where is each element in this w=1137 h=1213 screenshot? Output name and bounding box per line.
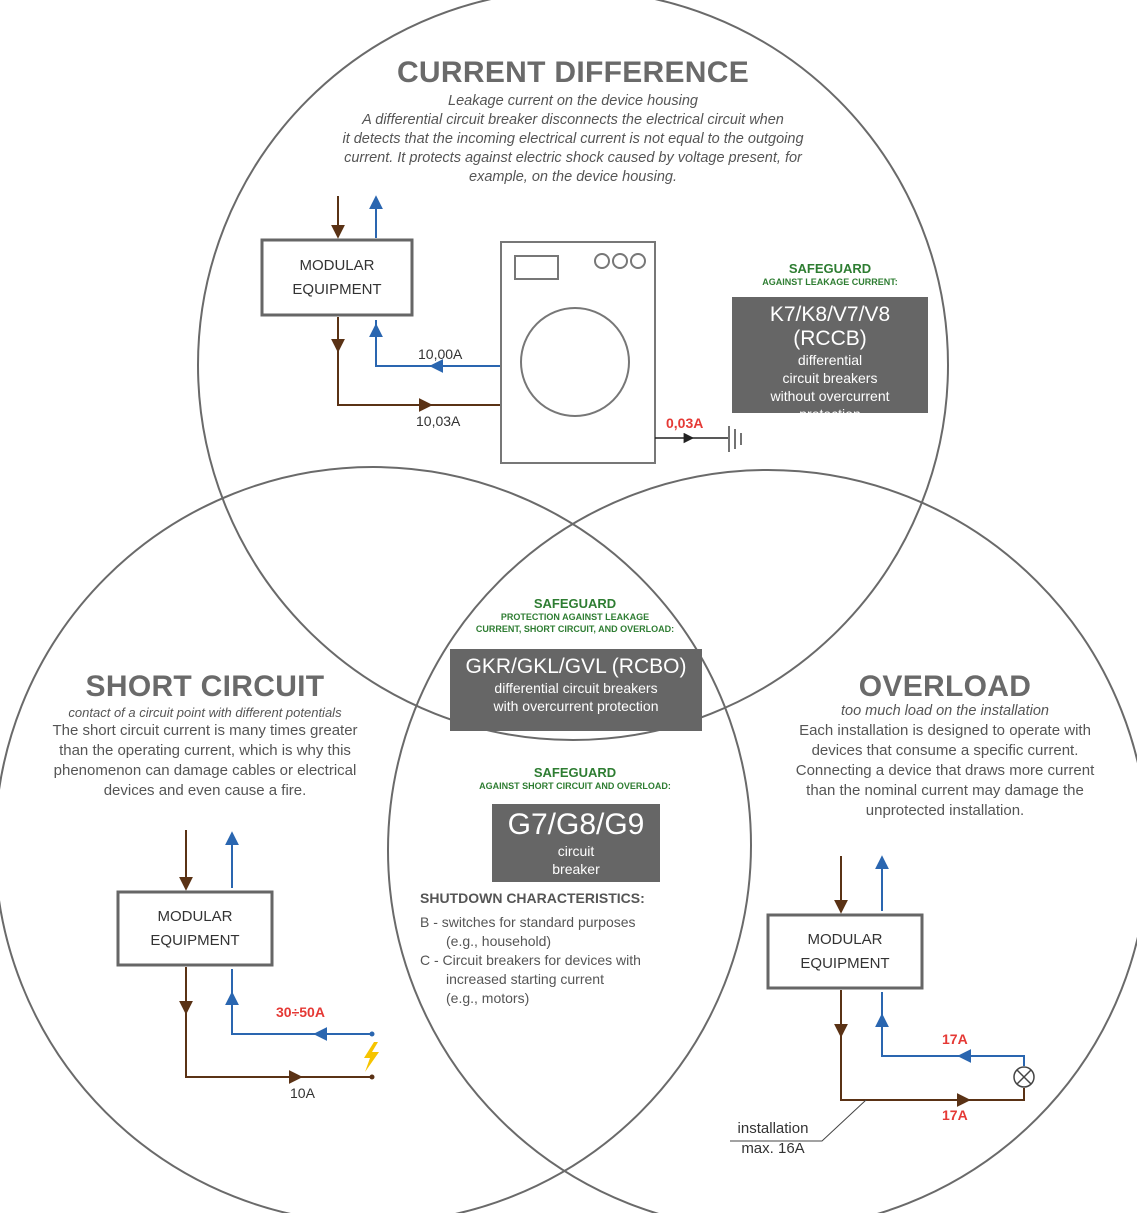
modular-box-right xyxy=(766,913,924,990)
safeguard-breaker: SAFEGUARD AGAINST SHORT CIRCUIT AND OVER… xyxy=(430,765,720,792)
product-desc-line: circuit xyxy=(557,843,595,859)
product-box-rccb: K7/K8/V7/V8 (RCCB) differential circuit … xyxy=(732,297,928,422)
normal-current-label: 10A xyxy=(290,1085,315,1101)
shutdown-item: increased starting current xyxy=(446,971,604,987)
circle-short-circuit xyxy=(0,466,752,1213)
safeguard-title: SAFEGUARD xyxy=(533,596,617,611)
box-label-line: MODULAR xyxy=(157,908,233,925)
safeguard-title: SAFEGUARD xyxy=(533,765,617,780)
modular-box-left xyxy=(116,890,274,967)
shutdown-item: C - Circuit breakers for devices with xyxy=(420,952,641,968)
safeguard-center: SAFEGUARD PROTECTION AGAINST LEAKAGE CUR… xyxy=(440,596,710,635)
product-desc-line: protection xyxy=(799,406,861,422)
current-difference-subtitle: Leakage current on the device housing xyxy=(448,93,698,109)
modular-box-top xyxy=(260,238,414,317)
modular-box-top-label: MODULAR EQUIPMENT xyxy=(262,254,412,302)
shutdown-item: (e.g., motors) xyxy=(446,990,530,1006)
shutdown-item: (e.g., household) xyxy=(446,933,552,949)
overload-title: OVERLOAD xyxy=(858,670,1032,703)
shutdown-title: SHUTDOWN CHARACTERISTICS: xyxy=(420,890,645,906)
amp-in-label: 10,00A xyxy=(418,346,463,362)
product-desc-line: differential circuit breakers xyxy=(494,680,658,696)
overload-text: too much load on the installation Each i… xyxy=(766,702,1124,821)
safeguard-leakage: SAFEGUARD AGAINST LEAKAGE CURRENT: xyxy=(732,261,928,288)
box-label-line: MODULAR xyxy=(299,257,375,274)
current-difference-line: example, on the device housing. xyxy=(469,169,677,185)
product-name: GKR/GKL/GVL (RCBO) xyxy=(465,655,687,678)
short-current-label: 30÷50A xyxy=(276,1004,325,1020)
product-name: G7/G8/G9 xyxy=(507,808,645,841)
installation-line: installation xyxy=(737,1120,809,1137)
amp-out-label: 10,03A xyxy=(416,413,461,429)
safeguard-subtitle: CURRENT, SHORT CIRCUIT, AND OVERLOAD: xyxy=(475,624,675,634)
box-label-line: EQUIPMENT xyxy=(292,281,382,298)
safeguard-subtitle: PROTECTION AGAINST LEAKAGE xyxy=(500,612,650,622)
installation-line: max. 16A xyxy=(741,1140,805,1157)
box-label-line: EQUIPMENT xyxy=(150,932,240,949)
short-circuit-line: The short circuit current is many times … xyxy=(52,722,358,739)
circle-overload xyxy=(387,469,1137,1213)
short-circuit-text: contact of a circuit point with differen… xyxy=(22,704,388,801)
product-desc-line: without overcurrent xyxy=(770,388,890,404)
product-desc-line: differential xyxy=(797,352,863,368)
modular-box-right-label: MODULAR EQUIPMENT xyxy=(768,928,922,976)
product-desc-line: circuit breakers xyxy=(782,370,878,386)
safeguard-subtitle: AGAINST LEAKAGE CURRENT: xyxy=(762,277,898,287)
overload-line: Connecting a device that draws more curr… xyxy=(795,762,1095,779)
short-circuit-line: devices and even cause a fire. xyxy=(103,782,307,799)
product-name: K7/K8/V7/V8 (RCCB) xyxy=(769,303,891,350)
modular-box-left-label: MODULAR EQUIPMENT xyxy=(118,905,272,953)
overload-line: devices that consume a specific current. xyxy=(811,742,1079,759)
current-difference-line: current. It protects against electric sh… xyxy=(344,150,802,166)
lightning-icon xyxy=(364,1042,379,1072)
box-label-line: MODULAR xyxy=(807,931,883,948)
box-label-line: EQUIPMENT xyxy=(800,955,890,972)
installation-label: installation max. 16A xyxy=(718,1119,828,1159)
shutdown-item: B - switches for standard purposes xyxy=(420,914,636,930)
leak-current-label: 0,03A xyxy=(666,415,704,431)
washing-machine-icon xyxy=(500,241,656,464)
short-circuit-line: phenomenon can damage cables or electric… xyxy=(53,762,357,779)
product-box-rcbo: GKR/GKL/GVL (RCBO) differential circuit … xyxy=(450,649,702,731)
overload-line: unprotected installation. xyxy=(865,802,1025,819)
short-circuit-line: than the operating current, which is why… xyxy=(59,742,351,759)
overload-current-bottom: 17A xyxy=(942,1107,968,1123)
overload-subtitle: too much load on the installation xyxy=(841,703,1049,719)
current-difference-title: CURRENT DIFFERENCE xyxy=(396,56,750,89)
safeguard-title: SAFEGUARD xyxy=(788,261,872,276)
current-difference-line: it detects that the incoming electrical … xyxy=(342,131,804,147)
lamp-icon xyxy=(1013,1066,1035,1088)
ground-icon xyxy=(728,426,742,452)
safeguard-subtitle: AGAINST SHORT CIRCUIT AND OVERLOAD: xyxy=(479,781,671,791)
shutdown-list: B - switches for standard purposes (e.g.… xyxy=(420,913,720,1008)
short-circuit-subtitle: contact of a circuit point with differen… xyxy=(68,705,342,720)
product-desc-line: with overcurrent protection xyxy=(493,698,659,714)
overload-current-top: 17A xyxy=(942,1031,968,1047)
current-difference-text: Leakage current on the device housing A … xyxy=(280,92,866,187)
overload-line: than the nominal current may damage the xyxy=(806,782,1084,799)
current-difference-line: A differential circuit breaker disconnec… xyxy=(362,112,784,128)
overload-line: Each installation is designed to operate… xyxy=(799,722,1091,739)
product-box-mcb: G7/G8/G9 circuit breaker xyxy=(492,804,660,882)
circle-current-difference xyxy=(197,0,949,741)
short-circuit-title: SHORT CIRCUIT xyxy=(85,670,325,703)
product-desc-line: breaker xyxy=(552,861,600,877)
